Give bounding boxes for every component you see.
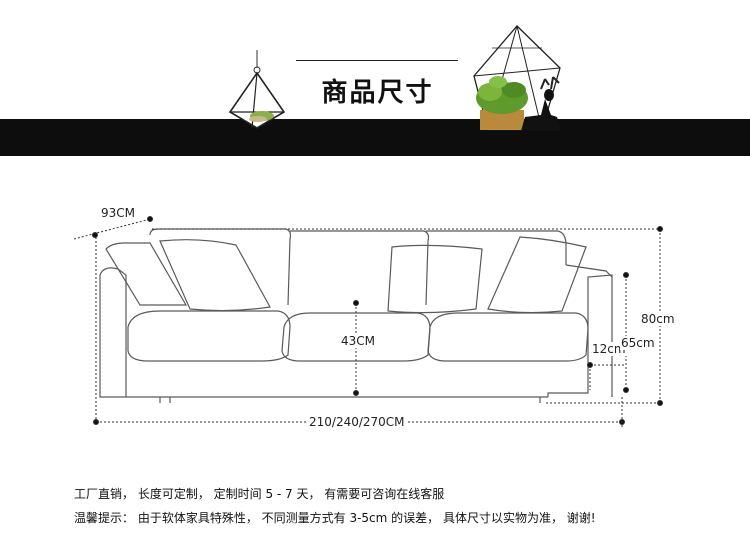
glass-terrarium-with-plant-icon: [473, 25, 561, 131]
page-title: 商品尺寸: [321, 78, 434, 108]
hanging-geometric-terrarium-icon: [228, 50, 286, 129]
header-banner: 商品尺寸: [0, 0, 750, 165]
total-height-label: 80cm: [640, 312, 676, 326]
note-line-tolerance: 温馨提示： 由于软体家具特殊性， 不同测量方式有 3-5cm 的误差， 具体尺寸…: [74, 511, 596, 525]
note-line-customization: 工厂直销， 长度可定制， 定制时间 5 - 7 天， 有需要可咨询在线客服: [74, 487, 445, 501]
black-band: [0, 119, 750, 156]
width-label: 210/240/270CM: [308, 415, 406, 429]
depth-label: 93CM: [100, 206, 137, 220]
sofa-dimension-diagram: [73, 216, 663, 427]
deer-figurine-icon: [521, 76, 561, 131]
title-rule: [296, 60, 458, 61]
notes: 工厂直销， 长度可定制， 定制时间 5 - 7 天， 有需要可咨询在线客服 温馨…: [74, 482, 714, 530]
arm-height-label: 65cm: [620, 336, 656, 350]
leg-height-label: 12cm: [591, 342, 627, 356]
seat-height-label: 43CM: [340, 334, 377, 348]
dimension-lines: [73, 216, 663, 427]
